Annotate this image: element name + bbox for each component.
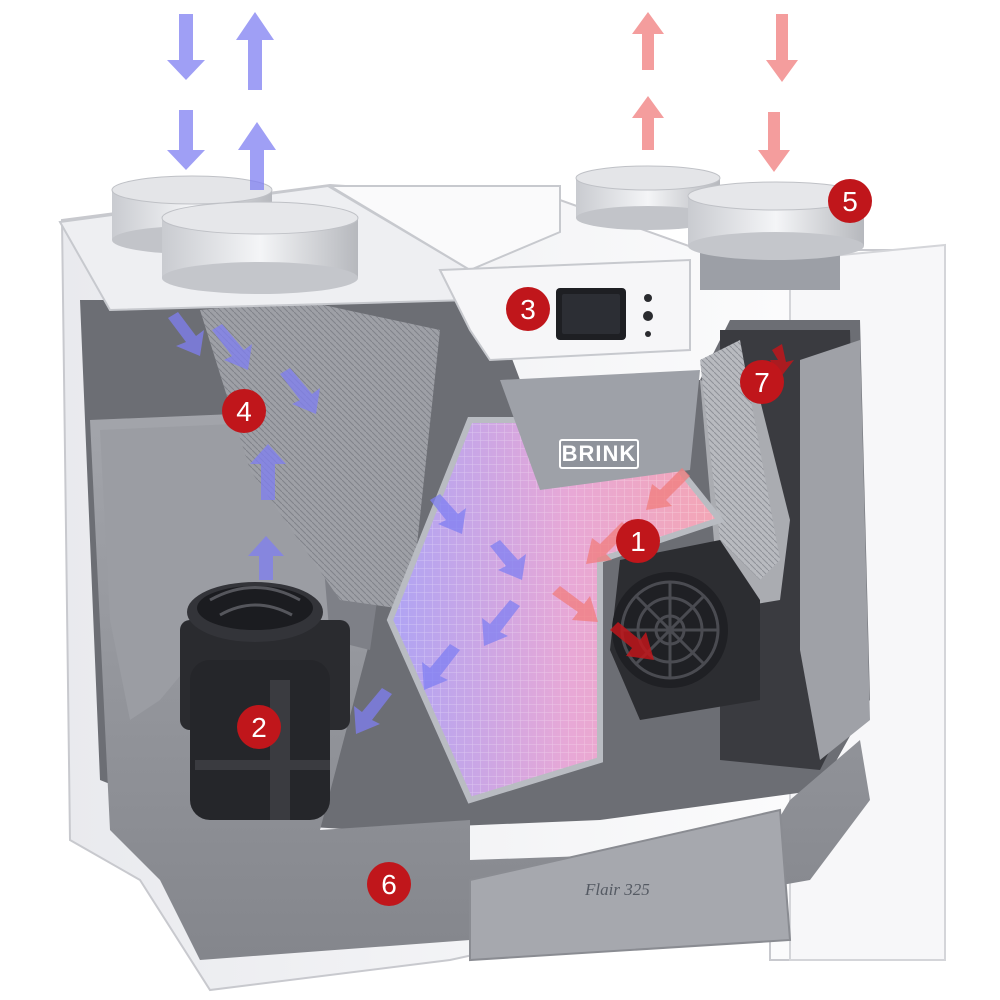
callout-2-label: 2 — [251, 712, 267, 743]
brand-logo: BRINK — [562, 441, 637, 466]
callout-3-label: 3 — [520, 294, 536, 325]
heat-exchanger — [386, 417, 726, 804]
model-name: Flair 325 — [584, 880, 650, 899]
brand-bracket: BRINK — [500, 370, 700, 490]
callout-5: 5 — [828, 179, 872, 223]
up-arrow-icon — [632, 96, 664, 150]
down-arrow-icon — [167, 110, 205, 170]
extract-fan — [180, 582, 350, 820]
callout-2: 2 — [237, 705, 281, 749]
callout-3: 3 — [506, 287, 550, 331]
control-unit — [438, 258, 691, 362]
display-panel-icon — [556, 288, 626, 340]
up-arrow-icon — [238, 122, 276, 190]
callout-7-label: 7 — [754, 367, 770, 398]
callout-6-label: 6 — [381, 869, 397, 900]
warm-air-arrows — [552, 12, 798, 622]
up-arrow-icon — [632, 12, 664, 70]
down-arrow-icon — [758, 112, 790, 172]
callout-5-label: 5 — [842, 186, 858, 217]
up-arrow-icon — [236, 12, 274, 90]
callout-1: 1 — [616, 519, 660, 563]
fan-icon — [620, 580, 720, 680]
cool-air-arrows — [167, 12, 526, 734]
left-filter — [200, 300, 440, 610]
duct-top-left-front — [161, 201, 359, 294]
down-arrow-icon — [167, 14, 205, 80]
callout-1-label: 1 — [630, 526, 646, 557]
down-arrow-icon — [766, 14, 798, 82]
callout-4: 4 — [222, 389, 266, 433]
supply-fan — [610, 540, 760, 720]
callout-6: 6 — [367, 862, 411, 906]
callout-7: 7 — [740, 360, 784, 404]
front-panel: Flair 325 — [469, 808, 792, 962]
callout-4-label: 4 — [236, 396, 252, 427]
